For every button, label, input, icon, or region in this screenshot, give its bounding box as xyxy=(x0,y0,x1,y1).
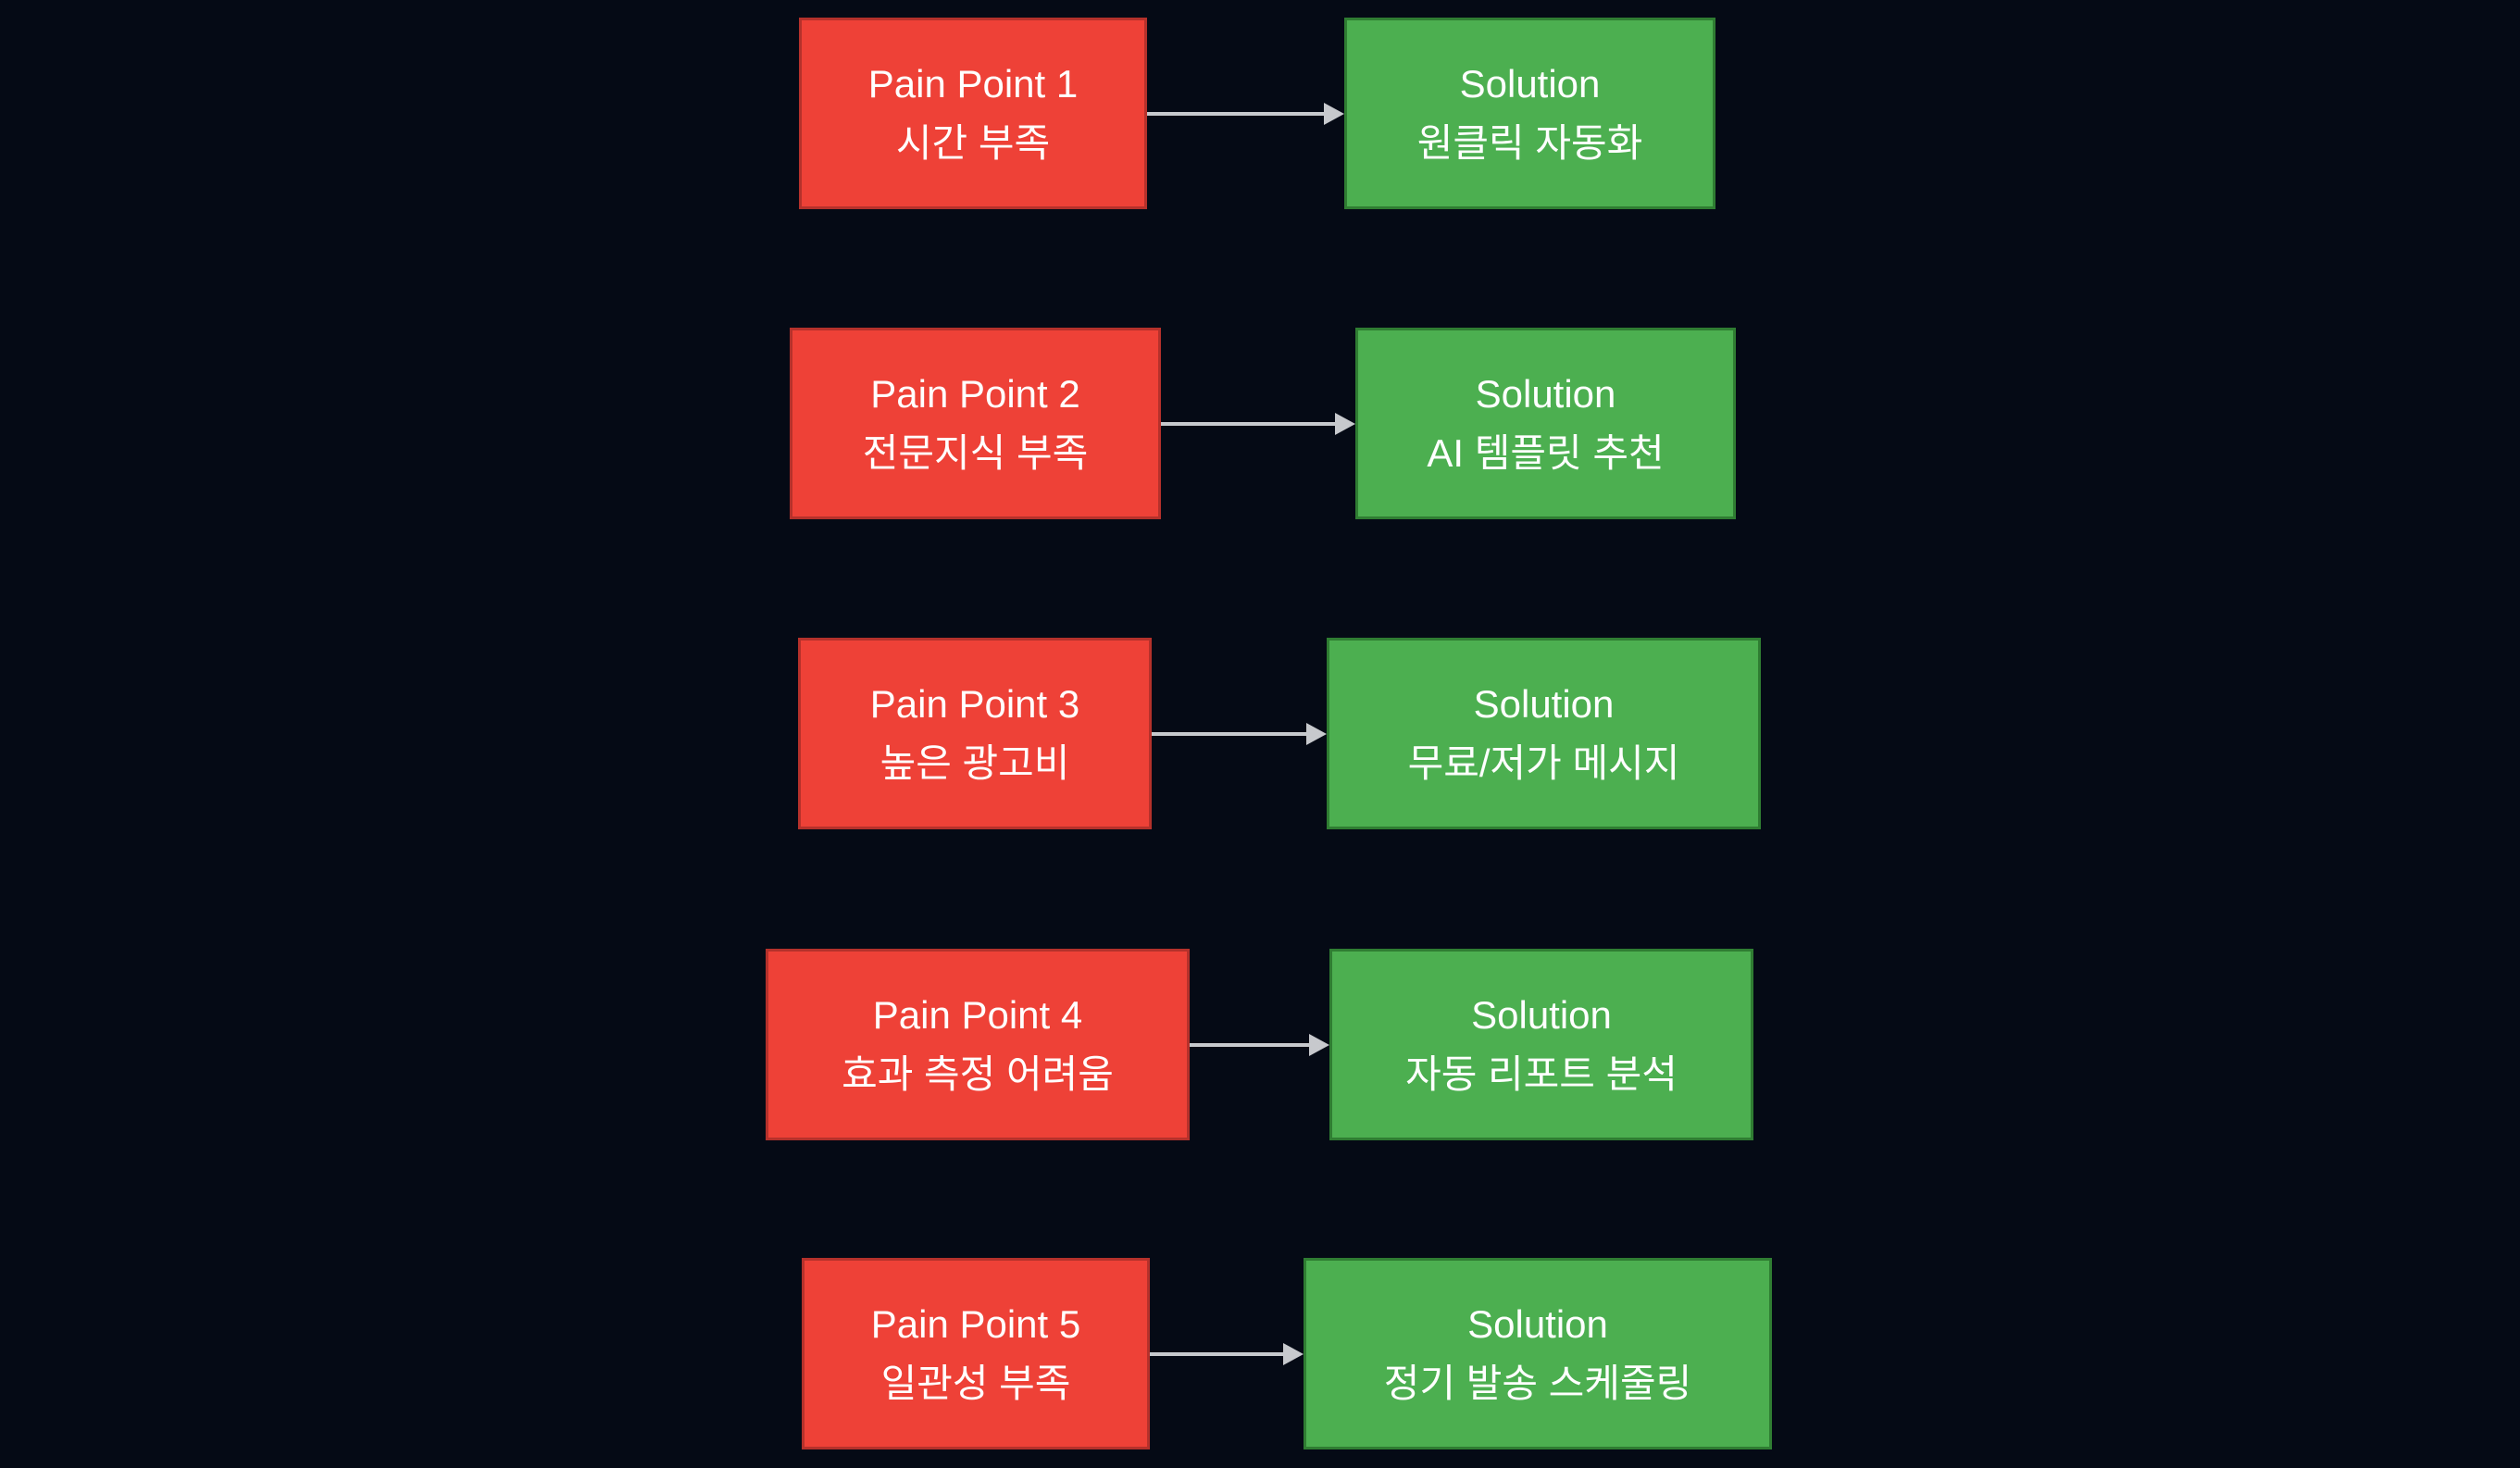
pain-point-4-box: Pain Point 4 효과 측정 어려움 xyxy=(766,949,1190,1140)
pain-point-title: Pain Point 3 xyxy=(869,681,1080,726)
pain-point-subtitle: 일관성 부족 xyxy=(880,1361,1071,1405)
solution-subtitle: 정기 발송 스케줄링 xyxy=(1383,1361,1692,1405)
solution-1-box: Solution 원클릭 자동화 xyxy=(1344,18,1715,209)
solution-5-box: Solution 정기 발송 스케줄링 xyxy=(1304,1258,1772,1449)
pain-point-title: Pain Point 2 xyxy=(870,371,1080,416)
arrow-connector-icon xyxy=(1152,723,1327,745)
pain-point-subtitle: 효과 측정 어려움 xyxy=(842,1051,1114,1096)
solution-4-box: Solution 자동 리포트 분석 xyxy=(1329,949,1753,1140)
arrow-connector-icon xyxy=(1150,1343,1304,1365)
pain-point-3-box: Pain Point 3 높은 광고비 xyxy=(798,638,1152,829)
solution-title: Solution xyxy=(1473,681,1615,726)
solution-title: Solution xyxy=(1471,992,1612,1037)
arrow-connector-icon xyxy=(1161,413,1355,435)
pain-point-subtitle: 시간 부족 xyxy=(895,120,1051,165)
solution-2-box: Solution AI 템플릿 추천 xyxy=(1355,328,1736,519)
pain-point-1-box: Pain Point 1 시간 부족 xyxy=(799,18,1147,209)
pain-point-subtitle: 높은 광고비 xyxy=(880,740,1070,785)
solution-subtitle: 원클릭 자동화 xyxy=(1416,120,1643,165)
solution-title: Solution xyxy=(1459,61,1601,106)
arrow-connector-icon xyxy=(1190,1034,1329,1056)
solution-title: Solution xyxy=(1467,1301,1608,1346)
pain-point-title: Pain Point 1 xyxy=(867,61,1079,106)
diagram-row-3: Pain Point 3 높은 광고비 Solution 무료/저가 메시지 xyxy=(0,638,2520,829)
pain-point-title: Pain Point 4 xyxy=(872,992,1083,1037)
diagram-row-1: Pain Point 1 시간 부족 Solution 원클릭 자동화 xyxy=(0,18,2520,209)
solution-subtitle: AI 템플릿 추천 xyxy=(1427,430,1665,475)
pain-point-title: Pain Point 5 xyxy=(870,1301,1081,1346)
solution-3-box: Solution 무료/저가 메시지 xyxy=(1327,638,1761,829)
diagram-row-5: Pain Point 5 일관성 부족 Solution 정기 발송 스케줄링 xyxy=(0,1258,2520,1449)
diagram-row-4: Pain Point 4 효과 측정 어려움 Solution 자동 리포트 분… xyxy=(0,949,2520,1140)
solution-subtitle: 무료/저가 메시지 xyxy=(1407,740,1680,785)
solution-subtitle: 자동 리포트 분석 xyxy=(1405,1051,1678,1096)
pain-point-2-box: Pain Point 2 전문지식 부족 xyxy=(790,328,1161,519)
pain-point-5-box: Pain Point 5 일관성 부족 xyxy=(802,1258,1150,1449)
diagram-row-2: Pain Point 2 전문지식 부족 Solution AI 템플릿 추천 xyxy=(0,328,2520,519)
solution-title: Solution xyxy=(1475,371,1616,416)
pain-point-subtitle: 전문지식 부족 xyxy=(862,430,1089,475)
arrow-connector-icon xyxy=(1147,103,1344,125)
